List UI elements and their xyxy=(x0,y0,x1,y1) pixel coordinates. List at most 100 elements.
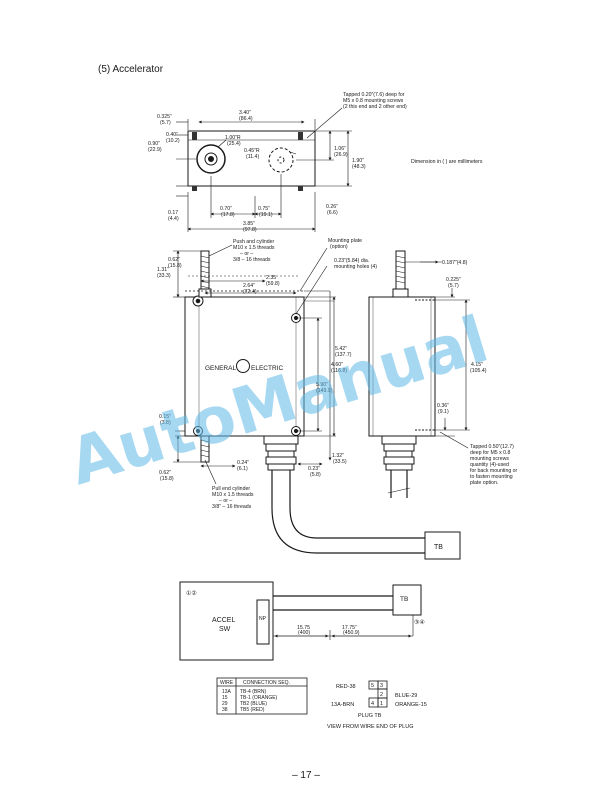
push-note-line: Push and cylinder xyxy=(233,239,275,245)
tap-note-line: mounting screws xyxy=(470,456,509,462)
dim-label: (48.3) xyxy=(352,164,366,170)
dim-label: (137.7) xyxy=(335,352,352,358)
dim-label: 15.75 xyxy=(297,625,310,631)
tb-plug-box xyxy=(392,584,422,616)
circled-numbers: ③④ xyxy=(414,619,425,626)
connection-table-text: WIRE CONNECTION SEQ. 13A TB-4 (BRN) 15 T… xyxy=(220,680,290,713)
plug-caption: VIEW FROM WIRE END OF PLUG xyxy=(327,724,413,730)
shaft-boss xyxy=(196,144,226,174)
wiring-schematic xyxy=(179,581,422,661)
dim-label: 1.90” xyxy=(352,158,364,164)
dim-label: 0.70” xyxy=(220,206,232,212)
connection-table xyxy=(216,677,308,715)
dim-label: 4.60” xyxy=(331,362,343,368)
dim-label: (4.4) xyxy=(168,216,179,222)
front-view-body xyxy=(184,296,305,437)
section-heading: (5) Accelerator xyxy=(98,64,164,75)
dim-label: (19.1) xyxy=(259,212,273,218)
accel-label: ACCEL xyxy=(212,617,235,624)
dim-label: (86.4) xyxy=(239,116,253,122)
dim-label: (15.8) xyxy=(168,263,182,269)
table-cell: 15 xyxy=(222,695,228,701)
dim-label: 0.40” xyxy=(166,132,178,138)
table-cell: 38 xyxy=(222,707,228,713)
mm-note: Dimension in ( ) are millimeters xyxy=(411,159,483,165)
dim-label: 1.31” xyxy=(157,267,169,273)
pull-note-line: Pull end cylinder xyxy=(212,486,250,492)
table-cell: TB-4 (BRN) xyxy=(240,689,266,695)
dim-label: (5.7) xyxy=(160,120,171,126)
dim-label: 3.85” xyxy=(243,221,255,227)
dim-label: (116.8) xyxy=(331,368,347,374)
dim-label: (17.8) xyxy=(221,212,235,218)
dim-label: (6.1) xyxy=(237,466,248,472)
dim-label: 0.90” xyxy=(148,141,160,147)
front-view xyxy=(173,244,425,554)
brand-left: GENERAL xyxy=(205,365,236,372)
plug-pin: 2 xyxy=(380,692,383,698)
tap-note-line: quantity (4)-used xyxy=(470,462,509,468)
tap-note-line: Tapped 0.20”(7.6) deep for xyxy=(343,92,405,98)
dim-label: 0.325” xyxy=(157,114,172,120)
tap-note-line: plate option. xyxy=(470,480,498,486)
svg-text:M5 x 0.8 mounting screws: M5 x 0.8 mounting screws xyxy=(343,98,404,104)
dim-label: (3.8) xyxy=(160,420,171,426)
brand-right: ELECTRIC xyxy=(251,365,283,372)
plug-pin: 4 xyxy=(371,701,374,707)
plug-title: PLUG TB xyxy=(358,713,382,719)
watermark: AutoManual xyxy=(61,303,497,500)
pull-note-line: – or – xyxy=(219,498,232,504)
dim-label: (33.3) xyxy=(157,273,171,279)
push-note-line: 3/8 – 16 threads xyxy=(233,257,271,263)
dim-label: 0.187”(4.8) xyxy=(442,260,468,266)
tap-note-line: (2 this end and 2 other end) xyxy=(343,104,407,110)
tap-note-line: deep for M5 x 0.8 xyxy=(470,450,510,456)
top-view-labels: Tapped 0.20”(7.6) deep for M5 x 0.8 moun… xyxy=(148,92,483,233)
dim-label: 2.64” xyxy=(243,283,255,289)
tb-connector xyxy=(424,531,461,560)
plug-wire-label: 13A-BRN xyxy=(331,702,354,708)
dim-label: 0.62” xyxy=(159,470,171,476)
plug-tb xyxy=(368,680,388,708)
dim-label: 1.32” xyxy=(332,453,344,459)
pull-note-line: 3/8” – 16 threads xyxy=(212,504,252,510)
page-number: – 17 – xyxy=(292,770,320,781)
table-cell: 13A xyxy=(222,689,232,695)
dim-label: (5.7) xyxy=(448,283,459,289)
dim-label: 2.35 xyxy=(266,275,276,281)
dim-label: (72.4) xyxy=(243,289,257,295)
dim-label: 0.45”R xyxy=(244,148,260,154)
dim-label: (6.6) xyxy=(327,210,338,216)
dim-label: 0.15” xyxy=(159,414,171,420)
dim-label: 0.17 xyxy=(168,210,178,216)
hidden-bore xyxy=(268,147,294,173)
svg-text:(2 this end and 2 other end): (2 this end and 2 other end) xyxy=(343,104,407,110)
circled-numbers: ①② xyxy=(186,590,197,597)
table-cell: TB2 (BLUE) xyxy=(240,701,267,707)
cable xyxy=(271,470,425,554)
table-header: WIRE xyxy=(220,680,234,686)
dim-label: 3.40” xyxy=(239,110,251,116)
tap-note-line: for back mounting or xyxy=(470,468,518,474)
wiring-labels: ①② ACCEL SW NP TB ③④ 15.75 (400) 17.75” … xyxy=(186,590,425,636)
dim-label: (400) xyxy=(298,630,310,636)
dim-label: (22.9) xyxy=(148,147,162,153)
dim-label: 0.24” xyxy=(237,460,249,466)
top-view-body xyxy=(187,130,316,187)
dim-label: 4.15” xyxy=(471,362,483,368)
tb-label: TB xyxy=(400,596,408,603)
plug-pin: 1 xyxy=(380,701,383,707)
table-cell: 29 xyxy=(222,701,228,707)
dim-label: 1.06” xyxy=(334,146,346,152)
accel-switch-box xyxy=(179,581,274,661)
dim-label: 0.225” xyxy=(446,277,461,283)
svg-text:Tapped 0.20”(7.6) deep for: Tapped 0.20”(7.6) deep for xyxy=(343,92,405,98)
push-note-line: M10 x 1.5 threads xyxy=(233,245,275,251)
dim-label: (11.4) xyxy=(246,154,259,160)
dim-label: (26.9) xyxy=(334,152,348,158)
dim-label: 0.26” xyxy=(326,204,338,210)
dim-label: (9.1) xyxy=(438,409,449,415)
plug-pin: 3 xyxy=(380,683,383,689)
table-cell: TB-1 (ORANGE) xyxy=(240,695,278,701)
